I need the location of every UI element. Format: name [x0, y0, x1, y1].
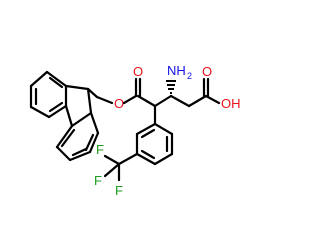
- backbone-bond-2: [153, 94, 173, 108]
- fmoc-linker: [86, 87, 114, 105]
- cf3-bond: [117, 152, 139, 166]
- amine-subscript: 2: [187, 71, 192, 81]
- chemical-structure-diagram: O O NH 2 O OH: [29, 63, 241, 198]
- acid-carbonyl: [202, 77, 210, 98]
- fluorene-five-ring: [64, 84, 93, 128]
- carbonyl-oxygen-label: O: [133, 64, 143, 79]
- acid-carbonyl-oxygen-label: O: [202, 64, 212, 79]
- ester-oxygen-label: O: [114, 96, 124, 111]
- cf3-group-bonds: [103, 154, 121, 182]
- amine-hashed-wedge: [166, 80, 176, 94]
- fluorine-label-3: F: [115, 183, 123, 198]
- fluorine-label-2: F: [94, 173, 102, 188]
- amine-label: NH: [167, 63, 186, 78]
- backbone-bond-1: [136, 94, 157, 108]
- acid-hydroxyl-label: OH: [221, 96, 241, 111]
- backbone-bond-3: [169, 94, 191, 108]
- aryl-ring: [135, 122, 174, 166]
- acid-hydroxyl-bond: [204, 94, 221, 105]
- ester-carbonyl: [134, 77, 142, 98]
- backbone-bond-4: [187, 94, 208, 108]
- structure-canvas: O O NH 2 O OH: [29, 63, 241, 198]
- fluorene-left-ring: [29, 70, 68, 119]
- fluorine-label-1: F: [96, 142, 104, 157]
- ester-bond: [122, 94, 138, 105]
- fluorene-bottom-ring: [55, 111, 100, 162]
